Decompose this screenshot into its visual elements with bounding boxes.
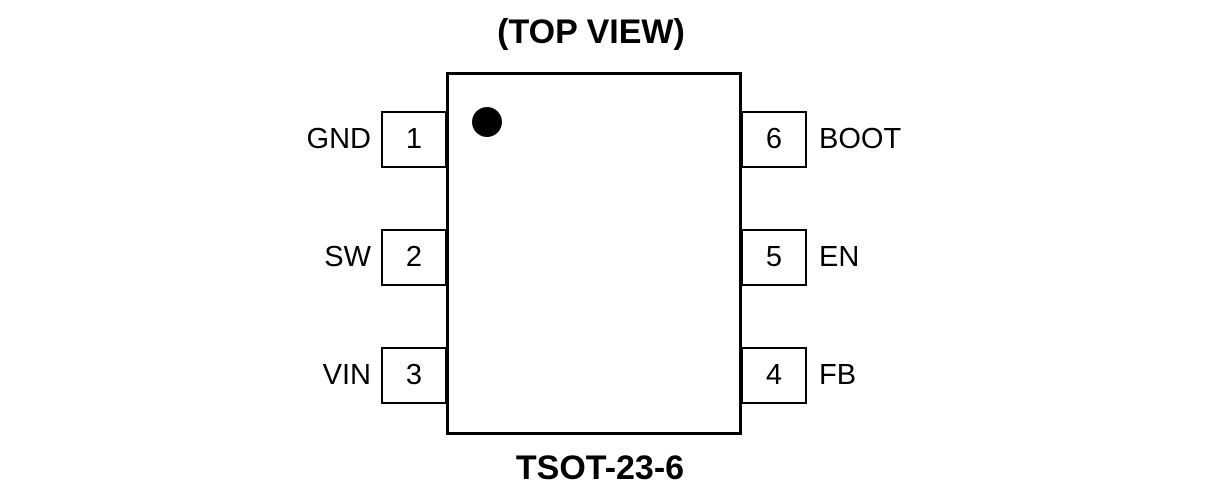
package-name-label: TSOT-23-6 bbox=[515, 449, 685, 487]
pin-label-sw: SW bbox=[324, 241, 371, 273]
pin-number-5: 5 bbox=[765, 241, 783, 273]
pin-number-1: 1 bbox=[405, 123, 423, 155]
pin-label-vin: VIN bbox=[322, 359, 371, 391]
pin-label-fb: FB bbox=[819, 359, 857, 391]
pin-label-en: EN bbox=[819, 241, 860, 273]
pin-number-2: 2 bbox=[405, 241, 423, 273]
pin-pad-6: 6 bbox=[741, 111, 807, 168]
top-view-title: (TOP VIEW) bbox=[497, 13, 685, 51]
pin-number-4: 4 bbox=[765, 359, 783, 391]
pin-pad-3: 3 bbox=[381, 347, 447, 404]
pin1-indicator-dot bbox=[472, 107, 502, 137]
pin-pad-2: 2 bbox=[381, 229, 447, 286]
pin-label-gnd: GND bbox=[306, 123, 371, 155]
pin-number-3: 3 bbox=[405, 359, 423, 391]
pin-pad-5: 5 bbox=[741, 229, 807, 286]
pin-number-6: 6 bbox=[765, 123, 783, 155]
pin-label-boot: BOOT bbox=[819, 123, 902, 155]
pin-pad-1: 1 bbox=[381, 111, 447, 168]
pin-pad-4: 4 bbox=[741, 347, 807, 404]
